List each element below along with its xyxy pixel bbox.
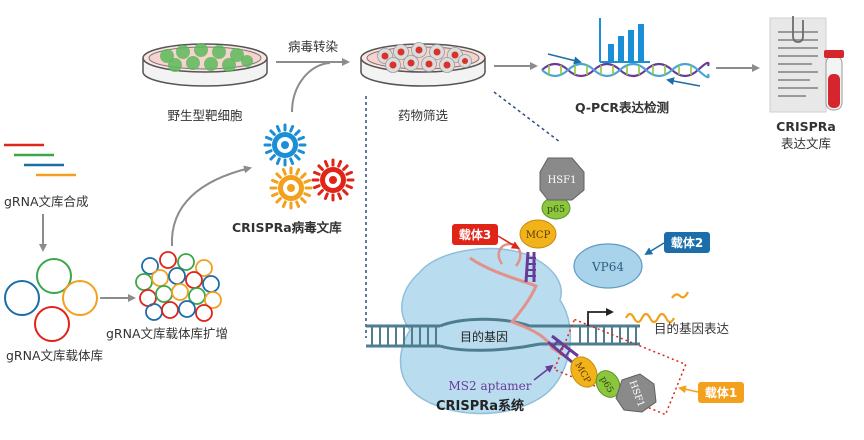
blue-virus-icon	[263, 123, 307, 167]
svg-text:载体2: 载体2	[671, 235, 703, 250]
svg-text:HSF1: HSF1	[548, 175, 577, 186]
crispra-library-label-line1: CRISPRa	[776, 119, 836, 134]
svg-text:载体3: 载体3	[459, 227, 491, 242]
red-virus-icon	[311, 158, 355, 202]
mcp-top: MCP	[519, 219, 557, 249]
amplified-plasmid-cluster	[135, 251, 222, 322]
svg-text:VP64: VP64	[591, 260, 624, 274]
guide-rna-strand	[469, 256, 569, 360]
qpcr-bar-chart-icon	[599, 18, 650, 63]
svg-text:载体1: 载体1	[705, 385, 737, 400]
vector1-tag: 载体1	[698, 382, 744, 403]
hsf1-bottom: HSF1	[615, 373, 657, 413]
dna-helix-icon	[541, 53, 710, 87]
ms2-aptamer-top	[524, 251, 536, 283]
drug-screening-label: 药物筛选	[398, 108, 449, 123]
hsf1-top: HSF1	[539, 157, 585, 201]
p65-bottom: p65	[595, 370, 621, 398]
ms2-aptamer-bottom	[547, 334, 579, 364]
qpcr-label: Q-PCR表达检测	[575, 100, 669, 115]
virus-to-transduction-arrow	[291, 62, 331, 113]
cas9-protein-body	[399, 247, 572, 415]
vector1-pointer	[678, 385, 699, 394]
crispra-virus-library-label: CRISPRa病毒文库	[232, 220, 342, 235]
amplify-to-virus-arrow	[170, 165, 252, 247]
vector2-pointer	[644, 242, 665, 256]
vector3-pointer	[497, 235, 520, 250]
target-gene-label: 目的基因	[460, 329, 508, 344]
ms2-aptamer-label: MS2 aptamer	[449, 379, 532, 393]
target-gene-expression-label: 目的基因表达	[654, 321, 730, 336]
crispra-library-label-line2: 表达文库	[781, 136, 831, 151]
virus-transduction-label: 病毒转染	[288, 39, 339, 54]
expressed-mrna-squiggle	[625, 291, 689, 324]
ms2-aptamer-pointer	[533, 364, 554, 381]
svg-text:p65: p65	[547, 204, 565, 215]
dna-double-strand	[366, 317, 640, 352]
grna-oligo-lines	[4, 143, 76, 177]
wild-type-cells-label: 野生型靶细胞	[167, 108, 243, 123]
vector1-dotted-box	[553, 318, 687, 416]
wild-type-cell-dish	[142, 43, 268, 87]
zoom-dashed-line-right	[493, 91, 561, 143]
grna-synthesis-label: gRNA文库合成	[4, 194, 89, 209]
mcp-bottom: MCP	[570, 356, 598, 388]
vector3-tag: 载体3	[452, 224, 498, 245]
grna-vector-amplify-label: gRNA文库载体库扩增	[106, 326, 228, 341]
svg-text:MCP: MCP	[526, 230, 551, 241]
expression-library-document-icon	[769, 16, 844, 113]
crispra-system-label: CRISPRa系统	[436, 398, 524, 414]
drug-screening-dish	[360, 42, 486, 87]
grna-vector-library-label: gRNA文库载体库	[6, 348, 103, 363]
orange-virus-icon	[269, 166, 313, 210]
vector2-tag: 载体2	[664, 232, 710, 253]
grna-vector-plasmids	[4, 258, 98, 342]
p65-top: p65	[541, 196, 571, 220]
vp64-domain: VP64	[573, 243, 643, 289]
transcription-start-arrow	[587, 308, 614, 326]
